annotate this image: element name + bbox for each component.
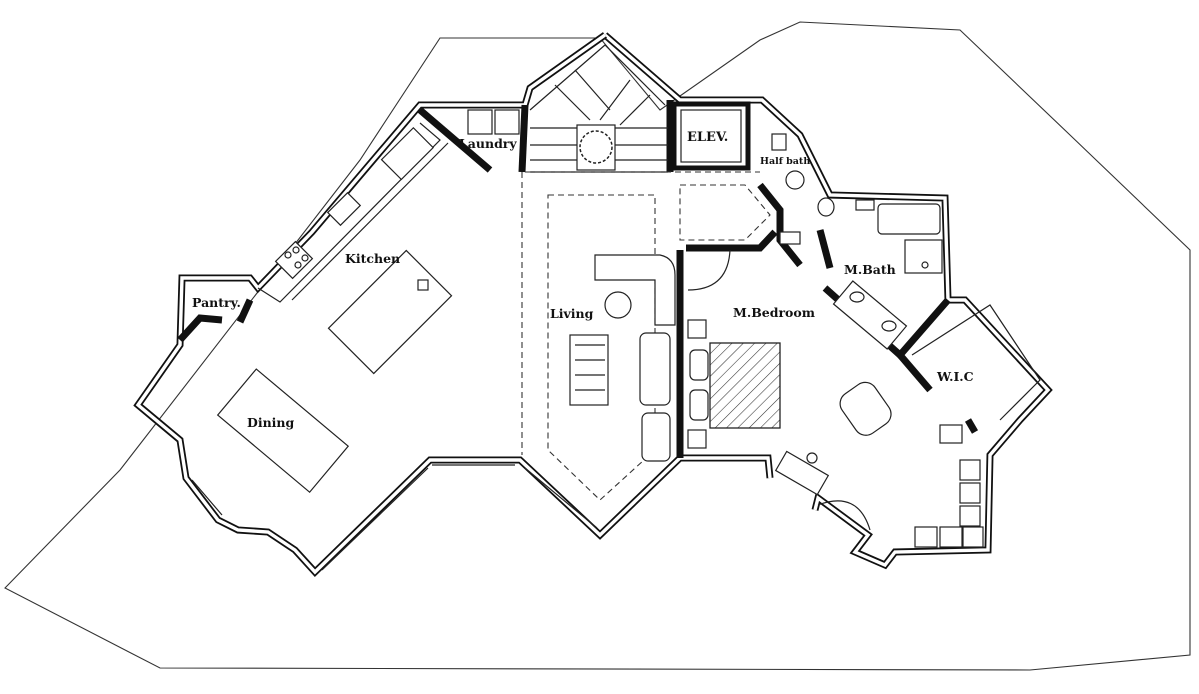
side-table — [604, 291, 632, 319]
island-sink — [417, 279, 429, 291]
chaise-lounge — [839, 381, 892, 436]
room-label-master-bedroom: M.Bedroom — [733, 305, 815, 320]
dining-table — [216, 368, 350, 494]
closet-shelf-4 — [959, 505, 981, 527]
room-label-walk-in-closet: W.I.C — [936, 369, 974, 384]
sofa-left-section — [639, 332, 671, 406]
nightstand-bottom — [687, 429, 707, 449]
washer — [467, 109, 493, 135]
room-label-half-bath: Half bath — [760, 156, 810, 167]
closet-shelf-1 — [939, 424, 963, 444]
sectional-sofa — [594, 254, 676, 326]
room-label-dining: Dining — [247, 415, 295, 430]
stair-planter — [579, 130, 613, 164]
dryer — [494, 109, 520, 135]
nightstand-top — [687, 319, 707, 339]
foyer-zone — [679, 184, 771, 241]
dresser — [774, 450, 830, 496]
closet-shelf-5 — [914, 526, 938, 548]
room-label-elevator: ELEV. — [687, 130, 728, 145]
kitchen-counter — [257, 122, 449, 303]
site-boundary — [4, 21, 1191, 671]
exterior-walls — [133, 32, 1053, 578]
room-label-laundry: Laundry — [459, 136, 517, 151]
room-label-pantry: Pantry. — [192, 295, 241, 310]
kitchen-island — [327, 249, 453, 375]
closet-shelf-2 — [959, 459, 981, 481]
vanity-sink-2 — [881, 320, 897, 332]
room-label-living: Living — [550, 306, 594, 321]
closet-shelf-7 — [962, 526, 984, 548]
vanity-sink-1 — [849, 291, 865, 303]
sofa-bottom-section — [641, 412, 671, 462]
elevator-shaft — [671, 101, 751, 171]
half-bath-toilet — [785, 170, 805, 190]
bed — [709, 342, 781, 429]
room-label-kitchen: Kitchen — [345, 251, 400, 266]
vanity — [832, 280, 908, 350]
coffee-table — [569, 334, 609, 406]
interior-walls — [177, 100, 979, 458]
bathtub — [877, 203, 941, 235]
closet-shelf-3 — [959, 482, 981, 504]
closet-shelf-6 — [939, 526, 963, 548]
bedroom-door-swing — [687, 249, 731, 291]
entry-door-swing — [817, 500, 871, 531]
living-rug — [547, 194, 656, 501]
room-label-master-bath: M.Bath — [844, 262, 896, 277]
